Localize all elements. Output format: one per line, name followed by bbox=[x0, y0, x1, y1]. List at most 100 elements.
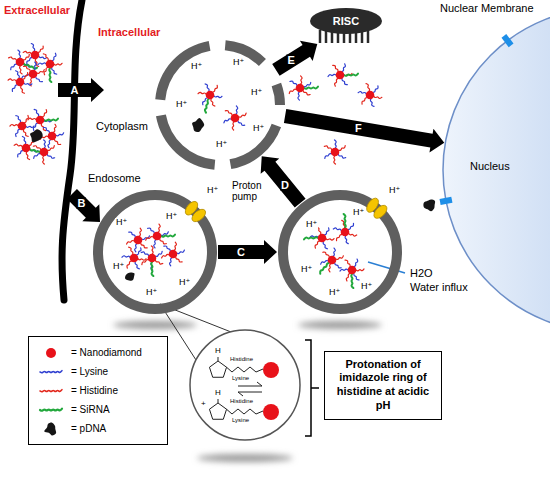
histidine-strand bbox=[9, 57, 17, 60]
lysine-strand bbox=[335, 263, 342, 268]
lysine-strand bbox=[56, 133, 64, 136]
histidine-strand bbox=[239, 113, 246, 117]
nanodiamond bbox=[31, 51, 40, 60]
membrane-fragment bbox=[156, 115, 215, 170]
note-box: Protonation of imidazole ring of histidi… bbox=[324, 351, 442, 420]
legend-row: = SiRNA bbox=[37, 400, 159, 419]
region-label: Intracellular bbox=[98, 26, 160, 38]
proton-label: H⁺ bbox=[305, 220, 318, 230]
legend-row: = pDNA bbox=[37, 419, 159, 438]
histidine-strand bbox=[346, 273, 350, 281]
lysine-strand bbox=[135, 244, 137, 252]
nanodiamond bbox=[296, 84, 305, 93]
region-label: Nucleus bbox=[470, 160, 510, 173]
histidine-strand bbox=[141, 243, 147, 248]
region-label: Cytoplasm bbox=[96, 120, 148, 133]
histidine-strand bbox=[44, 67, 48, 74]
endosome-membrane bbox=[283, 195, 397, 309]
nanodiamond bbox=[328, 256, 337, 265]
step-arrow bbox=[284, 109, 444, 152]
proton-label: H⁺ bbox=[178, 278, 191, 288]
lysine-strand bbox=[18, 151, 23, 157]
lysine-strand bbox=[31, 44, 34, 52]
histidine-strand bbox=[339, 146, 346, 151]
step-letter: E bbox=[286, 55, 295, 66]
proton-label: H⁺ bbox=[328, 288, 341, 298]
pdna-blob bbox=[125, 272, 135, 280]
bond bbox=[218, 399, 219, 403]
residue-label: Histidine bbox=[230, 398, 253, 405]
comb-tooth bbox=[367, 30, 370, 43]
histidine-strand bbox=[10, 124, 18, 126]
histidine-strand bbox=[323, 252, 330, 257]
histidine-strand bbox=[213, 85, 218, 92]
lysine-strand bbox=[38, 63, 46, 65]
lysine-strand bbox=[373, 86, 378, 92]
nanodiamond bbox=[40, 148, 49, 157]
sirna-strand bbox=[304, 237, 318, 239]
lysine-strand bbox=[342, 78, 347, 84]
legend-strand bbox=[40, 408, 62, 410]
lysine-strand bbox=[47, 154, 54, 158]
histidine-strand bbox=[333, 65, 338, 71]
proton-label: H⁺ bbox=[232, 58, 245, 68]
lysine-strand bbox=[12, 85, 17, 92]
legend-swatch bbox=[37, 345, 67, 361]
nanodiamond bbox=[231, 114, 240, 123]
histidine-strand bbox=[23, 130, 28, 137]
histidine-strand bbox=[301, 76, 303, 84]
part-label: Proton pump bbox=[232, 180, 276, 202]
endosome-membrane bbox=[98, 195, 212, 309]
proton-label: H⁺ bbox=[252, 124, 265, 134]
nanodiamond bbox=[331, 148, 340, 157]
lysine-strand bbox=[290, 81, 297, 85]
lysine-strand bbox=[334, 140, 336, 148]
sirna-strand bbox=[344, 74, 358, 76]
lysine-strand bbox=[358, 92, 366, 94]
sirna-strand bbox=[205, 99, 209, 113]
step-arrow bbox=[261, 156, 306, 207]
proton-label: H⁺ bbox=[175, 100, 188, 110]
histidine-structure bbox=[209, 357, 279, 378]
sirna-strand bbox=[351, 274, 353, 288]
nanodiamond bbox=[263, 362, 279, 378]
proton-label: H⁺ bbox=[145, 288, 158, 298]
nanodiamond bbox=[169, 250, 178, 259]
imidazole-ring bbox=[209, 361, 226, 377]
lysine-strand bbox=[44, 140, 46, 148]
carbon-chain bbox=[227, 409, 263, 414]
histidine-structure bbox=[209, 399, 279, 420]
lysine-strand bbox=[18, 50, 21, 58]
lysine-strand bbox=[148, 228, 155, 233]
nanodiamond bbox=[153, 232, 162, 241]
lysine-strand bbox=[325, 154, 332, 159]
legend-box: = Nanodiamond= Lysine= Histidine= SiRNA=… bbox=[28, 336, 168, 445]
lysine-strand bbox=[34, 109, 39, 116]
histidine-strand bbox=[55, 139, 61, 144]
membrane-fragment bbox=[155, 41, 210, 100]
step-letter: D bbox=[280, 179, 290, 190]
proton-label: H⁺ bbox=[388, 186, 401, 196]
sirna-strand bbox=[161, 235, 175, 237]
legend-strand bbox=[40, 389, 62, 391]
bracket bbox=[305, 340, 319, 436]
lysine-strand bbox=[33, 123, 37, 130]
step-letter: A bbox=[70, 85, 80, 96]
proton-label: H⁺ bbox=[115, 218, 128, 228]
step-arrow bbox=[58, 78, 104, 102]
membrane-fragment bbox=[272, 83, 285, 105]
sirna-strand bbox=[344, 214, 346, 228]
lysine-strand bbox=[333, 228, 341, 231]
legend-swatch bbox=[37, 383, 67, 399]
proton-label: H⁺ bbox=[190, 62, 203, 72]
atom-label: H bbox=[215, 347, 221, 356]
legend-text: = Lysine bbox=[71, 366, 108, 377]
nanodiamond bbox=[16, 78, 25, 87]
histidine-strand bbox=[289, 89, 296, 93]
histidine-strand bbox=[37, 70, 44, 74]
histidine-strand bbox=[42, 110, 46, 117]
nanodiamond bbox=[134, 236, 143, 245]
region-label: Endosome bbox=[88, 172, 141, 185]
lysine-strand bbox=[137, 248, 141, 255]
